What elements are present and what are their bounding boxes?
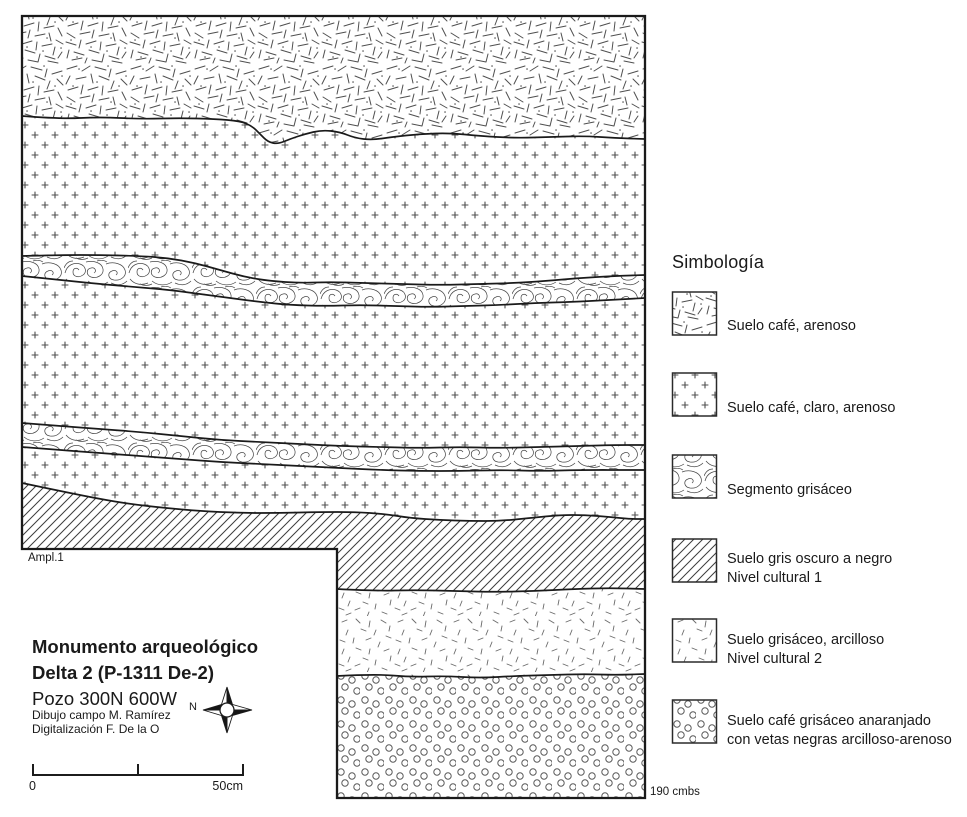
legend-swatch-circles: [671, 699, 718, 744]
legend-swatch-dashes: [671, 291, 718, 336]
layer-suelo-cafe-arenoso: [22, 16, 645, 144]
legend-swatch-hatch: [671, 538, 718, 583]
layer-suelo-grisaceo-arcilloso-nivel-cultural-2: [337, 588, 645, 678]
scale-start-label: 0: [29, 779, 36, 793]
title-line-3: Pozo 300N 600W: [32, 688, 178, 709]
layer-suelo-cafe-grisaceo-anaranjado: [337, 674, 645, 798]
stratigraphic-profile: [20, 14, 647, 800]
credit-line-1: Dibujo campo M. Ramírez: [32, 708, 171, 722]
legend-item-line2: Nivel cultural 2: [727, 651, 823, 667]
legend-item-label: Suelo café, claro, arenoso: [727, 400, 896, 416]
legend-item-line1: Suelo café grisáceo anaranjado: [727, 713, 931, 729]
layer-boundary-6: [336, 587, 646, 593]
legend-swatch-sparse-dashes: [671, 618, 718, 663]
legend-item-label: Suelo café, arenoso: [727, 318, 856, 334]
compass-rose: [202, 686, 253, 734]
title-line-2: Delta 2 (P-1311 De-2): [32, 662, 215, 683]
scale-bar: [32, 764, 244, 776]
legend-swatch-plus: [671, 372, 718, 417]
detail-label-ampl: Ampl.1: [28, 552, 64, 564]
legend-item-label: Suelo gris oscuro a negro Nivel cultural…: [727, 550, 892, 588]
legend-item-line2: Nivel cultural 1: [727, 570, 823, 586]
compass-north-label: N: [189, 701, 197, 713]
layer-boundary-4: [21, 446, 646, 472]
legend-item-label: Segmento grisáceo: [727, 482, 852, 498]
credit-line-2: Digitalización F. De la O: [32, 722, 160, 736]
layer-boundary-1: [21, 254, 646, 286]
layer-boundary-5: [21, 482, 646, 522]
depth-label: 190 cmbs: [650, 786, 700, 798]
scale-end-label: 50cm: [212, 779, 243, 793]
title-line-1: Monumento arqueológico: [32, 636, 259, 657]
legend-swatches: [671, 291, 718, 744]
legend-item-label: Suelo grisáceo, arcilloso Nivel cultural…: [727, 631, 884, 669]
legend-item-line1: Suelo grisáceo, arcilloso: [727, 632, 885, 648]
layer-segmento-grisaceo-1: [22, 255, 645, 307]
legend-item-line2: con vetas negras arcilloso-arenoso: [727, 732, 952, 748]
legend-title: Simbología: [672, 252, 765, 272]
legend-item-label: Suelo café grisáceo anaranjado con vetas…: [727, 712, 952, 750]
layer-segmento-grisaceo-2: [22, 423, 645, 471]
legend-swatch-swirls: [671, 454, 718, 499]
layer-boundary-7: [336, 673, 646, 679]
legend-item-line1: Suelo gris oscuro a negro: [727, 551, 893, 567]
layer-boundary-3: [21, 422, 646, 449]
layer-boundary-2: [21, 275, 646, 308]
layer-boundary-0: [21, 115, 646, 145]
profile-outline: [20, 14, 647, 800]
layer-suelo-gris-oscuro-nivel-cultural-1: [22, 483, 645, 592]
